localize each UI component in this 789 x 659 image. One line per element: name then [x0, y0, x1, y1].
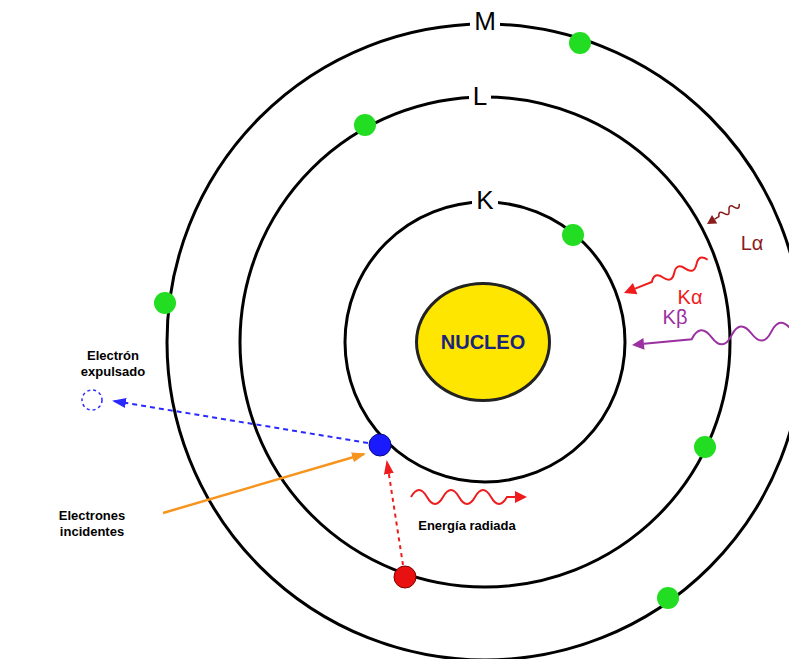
ejection-arrow [114, 401, 368, 443]
callout-label: Energía radiada [418, 518, 516, 534]
k-beta-photon [631, 322, 789, 353]
node-text: NUCLEO [441, 331, 525, 354]
electron [569, 32, 591, 54]
incident-arrow [163, 454, 364, 513]
electron [154, 292, 176, 314]
shell-label: M [470, 6, 500, 37]
electron [694, 436, 716, 458]
shell-m [167, 24, 789, 659]
nucleus-ellipse: NUCLEO [415, 282, 551, 402]
arrow-head [631, 338, 644, 351]
shell-k [345, 202, 625, 482]
photon-wave [411, 490, 515, 504]
l-alpha-photon [704, 200, 742, 229]
radiated-photon [411, 490, 527, 504]
transition-electron [394, 566, 416, 588]
transition-arrow [387, 462, 403, 565]
photon-wave [713, 201, 741, 221]
arrow-head [515, 491, 527, 503]
vacancy-electron [369, 434, 391, 456]
electron [562, 224, 584, 246]
arrow-head [704, 215, 717, 228]
electron [657, 587, 679, 609]
line-label: Kβ [663, 305, 688, 329]
shell-label: K [472, 185, 497, 216]
line-label: Kα [678, 285, 703, 309]
ejected-electron [82, 390, 102, 410]
electron [354, 114, 376, 136]
callout-label: Electrón expulsado [70, 348, 156, 379]
shell-label: L [469, 81, 491, 112]
arrow-head [622, 283, 638, 299]
callout-label: Electrones incidentes [47, 508, 137, 539]
line-label: Lα [741, 231, 764, 255]
